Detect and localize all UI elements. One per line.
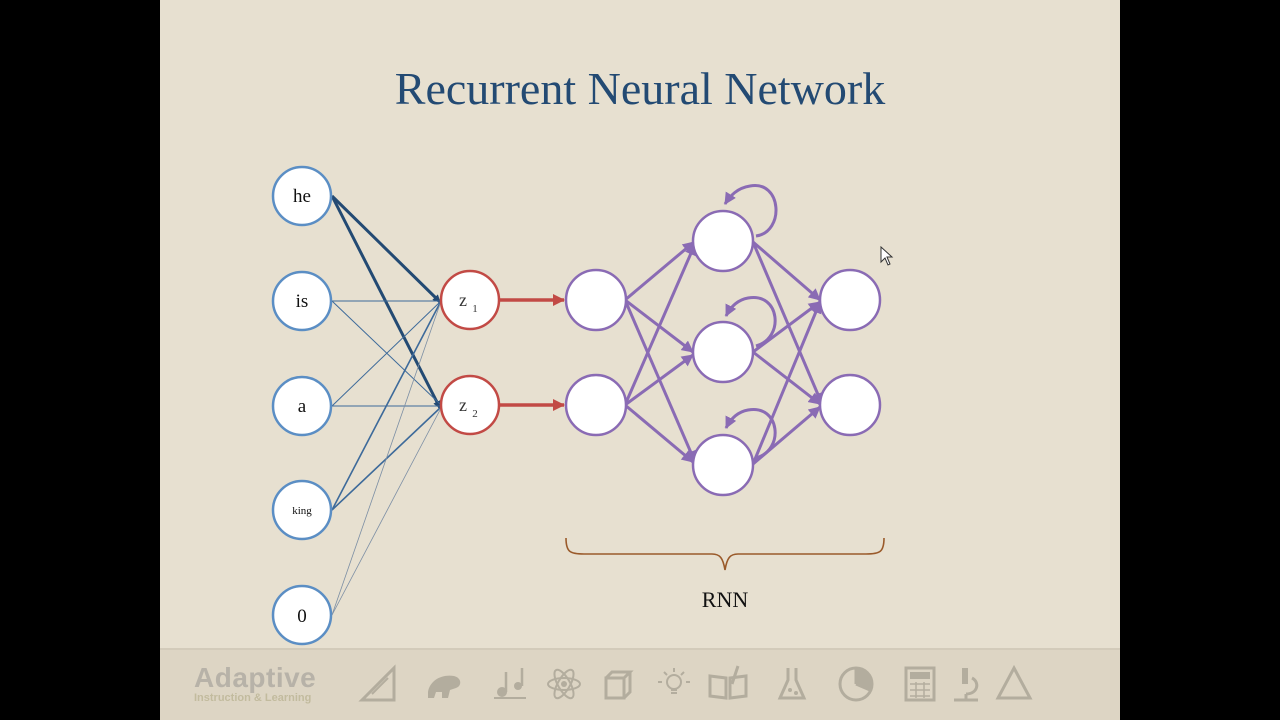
edge-is-z2 bbox=[331, 300, 441, 405]
self-loop-2 bbox=[724, 296, 777, 348]
pie-chart-icon bbox=[836, 664, 876, 704]
microscope-icon bbox=[946, 664, 986, 704]
input-connections bbox=[330, 194, 442, 616]
hidden-sub-z1: 1 bbox=[472, 303, 478, 315]
slide-title: Recurrent Neural Network bbox=[394, 63, 886, 114]
input-label-king: king bbox=[292, 505, 312, 517]
mouse-cursor-icon bbox=[880, 246, 894, 266]
rnn-connections bbox=[623, 184, 824, 466]
rnn-diagram: he is a king 0 z 1 bbox=[271, 165, 885, 646]
dinosaur-icon bbox=[424, 664, 464, 704]
rnn-hidden-node-1 bbox=[691, 209, 755, 273]
triangle-icon bbox=[994, 664, 1034, 704]
self-loop-1 bbox=[723, 184, 778, 238]
input-label-he: he bbox=[293, 186, 311, 207]
book-icon bbox=[708, 664, 748, 704]
edge-0-z1 bbox=[331, 303, 441, 616]
hidden-label-z1: z bbox=[459, 290, 467, 310]
edge-0-z2 bbox=[331, 409, 441, 616]
rnn-output-node-2 bbox=[818, 373, 882, 437]
self-loop-3 bbox=[724, 408, 777, 460]
rnn-layer bbox=[564, 209, 882, 497]
input-node-is: is bbox=[271, 270, 333, 332]
input-node-0: 0 bbox=[271, 584, 333, 646]
flask-icon bbox=[774, 664, 814, 704]
hidden-layer: z 1 z 2 bbox=[439, 269, 501, 436]
input-node-king: king bbox=[271, 479, 333, 541]
rnn-hidden-node-2 bbox=[691, 320, 755, 384]
edge-a-z1 bbox=[331, 301, 441, 407]
atom-icon bbox=[544, 664, 584, 704]
input-label-is: is bbox=[296, 291, 309, 312]
rnn-input-node-1 bbox=[564, 268, 628, 332]
hidden-node-z2: z 2 bbox=[439, 374, 501, 436]
footer-bar: Adaptive Instruction & Learning bbox=[160, 648, 1120, 720]
rnn-hidden-node-3 bbox=[691, 433, 755, 497]
input-label-a: a bbox=[298, 396, 307, 417]
rnn-label: RNN bbox=[702, 587, 749, 612]
edge-king-z1 bbox=[331, 302, 441, 511]
edge-he-z1 bbox=[330, 194, 442, 304]
calculator-icon bbox=[900, 664, 940, 704]
rnn-output-node-1 bbox=[818, 268, 882, 332]
rnn-brace bbox=[565, 537, 885, 571]
input-node-he: he bbox=[271, 165, 333, 227]
brand-name: Adaptive bbox=[194, 662, 317, 693]
lightbulb-icon bbox=[654, 664, 694, 704]
slide: Recurrent Neural Network bbox=[160, 0, 1120, 720]
music-notes-icon bbox=[490, 664, 530, 704]
hidden-sub-z2: 2 bbox=[472, 408, 478, 420]
input-layer: he is a king 0 bbox=[271, 165, 333, 646]
ruler-icon bbox=[358, 664, 398, 704]
rnn-input-node-2 bbox=[564, 373, 628, 437]
input-label-0: 0 bbox=[297, 606, 307, 627]
hidden-label-z2: z bbox=[459, 395, 467, 415]
brand-subtitle: Instruction & Learning bbox=[194, 692, 312, 704]
input-node-a: a bbox=[271, 375, 333, 437]
hidden-node-z1: z 1 bbox=[439, 269, 501, 331]
edge-he-z2 bbox=[330, 195, 442, 409]
cube-icon bbox=[598, 664, 638, 704]
